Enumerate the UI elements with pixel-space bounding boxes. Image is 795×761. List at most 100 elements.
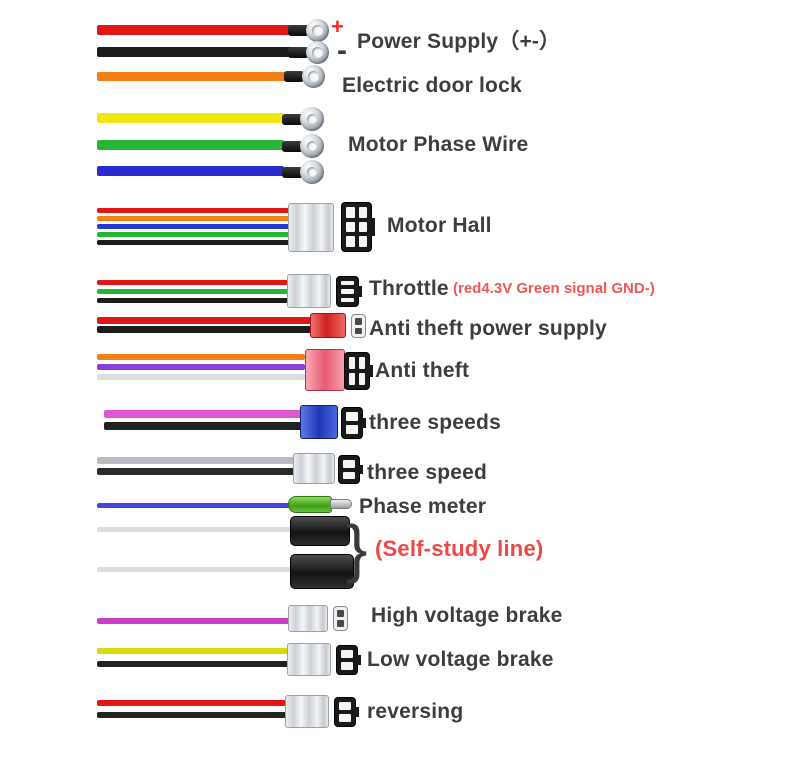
electric-door-lock-wire-1 [97, 72, 287, 81]
throttle-wire-3 [97, 298, 289, 303]
anti-theft-connector-1 [305, 349, 345, 391]
self-study-line-connector-2 [290, 554, 354, 589]
motor-phase-wire-wire-2 [97, 140, 284, 150]
three-speed-pin-icon-2 [338, 455, 363, 484]
electric-door-lock-ring-terminal-1 [302, 65, 325, 88]
motor-phase-wire-wire-1 [97, 113, 284, 123]
three-speeds-label: three speeds [369, 411, 501, 434]
throttle-wire-2 [97, 289, 289, 294]
connector-pin [346, 236, 355, 247]
connector-pin [358, 207, 367, 218]
motor-phase-wire-ring-terminal-3 [300, 160, 324, 184]
three-speed-connector-1 [293, 453, 335, 484]
electric-door-lock-crimp-sleeve-1 [284, 71, 304, 82]
low-voltage-brake-connector-1 [287, 643, 331, 676]
anti-theft-power-supply-wire-2 [97, 326, 312, 333]
connector-pin [341, 289, 354, 294]
connector-pin [346, 425, 358, 434]
connector-pin [341, 297, 354, 302]
motor-hall-wire-2 [97, 216, 290, 221]
power-supply-annotation-2: - [337, 34, 347, 67]
anti-theft-wire-1 [97, 354, 305, 360]
anti-theft-power-supply-wire-1 [97, 317, 312, 324]
reversing-wire-1 [97, 700, 287, 706]
motor-phase-wire-crimp-sleeve-3 [282, 167, 303, 178]
connector-pin [355, 318, 362, 325]
three-speed-wire-2 [97, 468, 295, 475]
connector-pin [349, 357, 355, 369]
high-voltage-brake-wire-1 [97, 618, 290, 624]
power-supply-crimp-sleeve-2 [288, 47, 309, 58]
connector-pin [359, 357, 365, 369]
connector-pin [343, 460, 355, 468]
anti-theft-power-supply-connector-1 [310, 313, 346, 338]
connector-pin [339, 714, 351, 722]
connector-pin [346, 221, 355, 233]
connector-pin [346, 412, 358, 421]
three-speeds-wire-2 [104, 422, 302, 430]
connector-pin [349, 373, 355, 385]
high-voltage-brake-connector-1 [288, 605, 328, 632]
motor-hall-wire-1 [97, 208, 290, 213]
three-speeds-wire-1 [104, 410, 302, 418]
throttle-connector-1 [287, 274, 331, 308]
phase-meter-wire-1 [97, 503, 290, 508]
anti-theft-pin-icon-2 [344, 352, 373, 390]
throttle-wire-1 [97, 280, 289, 285]
throttle-label: Throttle [369, 277, 449, 300]
connector-pin [355, 327, 362, 334]
self-study-line-wire-2 [97, 567, 292, 572]
power-supply-ring-terminal-1 [306, 19, 329, 42]
connector-pin [341, 281, 354, 286]
motor-hall-wire-4 [97, 232, 290, 237]
throttle-pin-icon-2 [336, 276, 362, 307]
phase-meter-label: Phase meter [359, 495, 487, 518]
anti-theft-wire-3 [97, 374, 305, 380]
power-supply-crimp-sleeve-1 [288, 25, 309, 36]
low-voltage-brake-pin-icon-2 [336, 645, 361, 675]
low-voltage-brake-wire-2 [97, 661, 289, 667]
connector-pin [339, 702, 351, 710]
connector-pin [359, 373, 365, 385]
self-study-line-wire-1 [97, 527, 292, 532]
motor-hall-label: Motor Hall [387, 214, 492, 237]
electric-door-lock-label: Electric door lock [342, 74, 522, 97]
three-speeds-pin-icon-2 [341, 407, 366, 439]
connector-pin [358, 221, 367, 233]
motor-phase-wire-crimp-sleeve-2 [282, 141, 303, 152]
connector-pin [341, 662, 353, 670]
anti-theft-power-supply-pin-icon-2 [351, 314, 366, 338]
motor-phase-wire-label: Motor Phase Wire [348, 133, 529, 156]
three-speeds-connector-1 [300, 405, 338, 439]
throttle-annotation-1: (red4.3V Green signal GND-) [453, 280, 655, 297]
three-speed-wire-1 [97, 457, 295, 464]
anti-theft-power-supply-label: Anti theft power supply [369, 317, 607, 340]
motor-hall-pin-icon-2 [341, 202, 375, 252]
anti-theft-wire-2 [97, 364, 305, 370]
reversing-label: reversing [367, 700, 464, 723]
reversing-pin-icon-2 [334, 697, 359, 727]
motor-phase-wire-crimp-sleeve-1 [282, 114, 303, 125]
self-study-line-label: (Self-study line) [375, 536, 544, 561]
connector-pin [343, 471, 355, 479]
motor-phase-wire-wire-3 [97, 166, 284, 176]
low-voltage-brake-label: Low voltage brake [367, 648, 554, 671]
anti-theft-label: Anti theft [375, 359, 470, 382]
high-voltage-brake-label: High voltage brake [371, 604, 563, 627]
power-supply-annotation-1: + [331, 14, 344, 39]
motor-hall-wire-3 [97, 224, 290, 229]
connector-pin [358, 236, 367, 247]
motor-hall-connector-1 [288, 203, 334, 252]
high-voltage-brake-pin-icon-2 [333, 606, 348, 631]
connector-pin [337, 610, 344, 617]
three-speed-label: three speed [367, 461, 488, 484]
power-supply-wire-2 [97, 47, 292, 57]
reversing-connector-1 [285, 695, 329, 728]
motor-hall-wire-5 [97, 240, 290, 245]
connector-pin [346, 207, 355, 218]
power-supply-ring-terminal-2 [306, 41, 329, 64]
self-study-line-annotation-1: } [346, 512, 368, 584]
motor-phase-wire-ring-terminal-1 [300, 107, 324, 131]
power-supply-wire-1 [97, 25, 292, 35]
